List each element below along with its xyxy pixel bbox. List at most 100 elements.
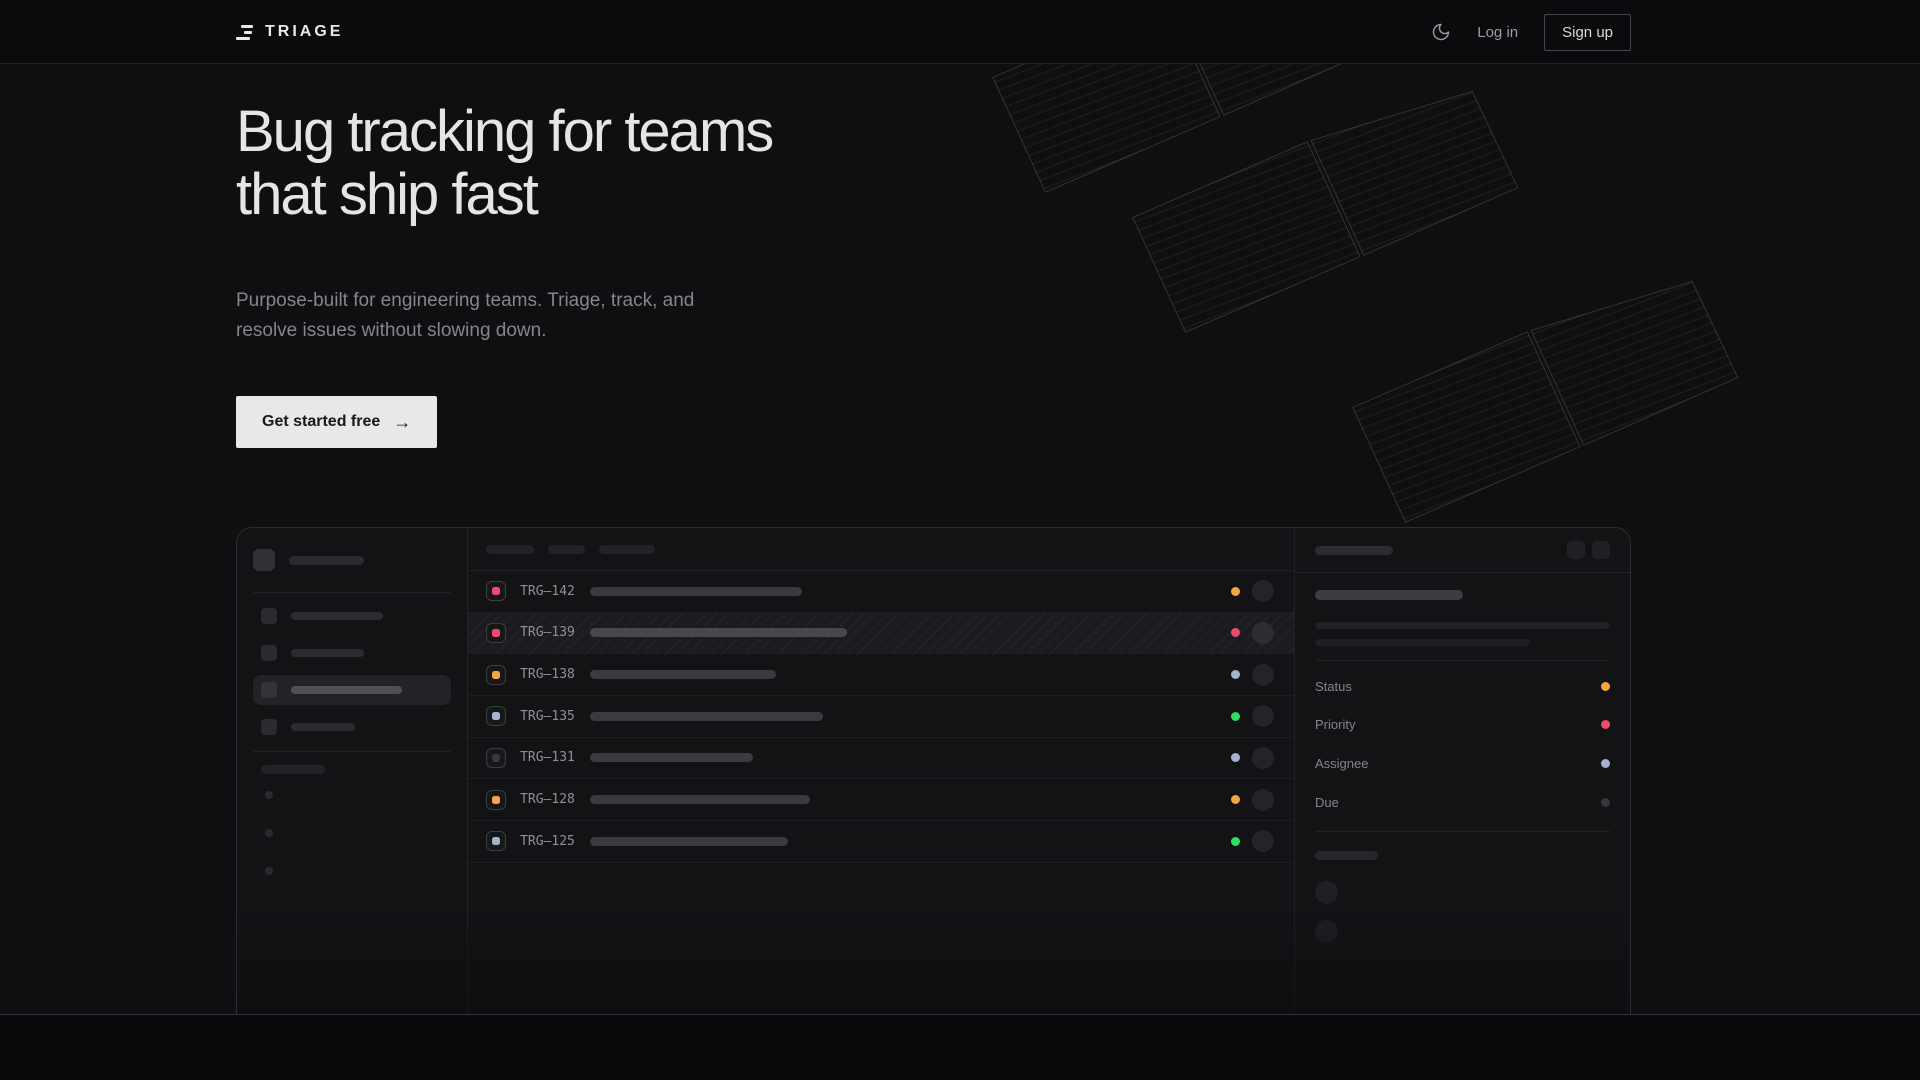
theme-toggle-button[interactable] [1431, 22, 1451, 42]
sidebar-nav-skeleton [253, 601, 452, 742]
sidebar-dot-skeleton [265, 791, 273, 799]
issue-title-skeleton [590, 753, 754, 763]
assignee-avatar-skeleton [1252, 746, 1274, 769]
issue-row: TRG–125 [468, 821, 1294, 863]
page-footer [0, 1014, 1920, 1080]
status-dot [1231, 670, 1240, 680]
triage-logo-icon [236, 24, 253, 40]
sidebar-item-skeleton [253, 712, 451, 742]
get-started-button[interactable]: Get started free → [236, 396, 438, 448]
issue-type-icon [486, 581, 507, 602]
assignee-avatar-skeleton [1252, 663, 1274, 686]
signup-button[interactable]: Sign up [1544, 13, 1631, 51]
sidebar-item-label-skeleton [291, 649, 364, 657]
wireframe-panel-3 [1352, 280, 1739, 523]
hero-heading-line2: that ship fast [236, 162, 539, 227]
sidebar-item-label-skeleton [291, 612, 383, 620]
field-label: Priority [1315, 717, 1356, 733]
nav-actions: Log in Sign up [1431, 0, 1631, 64]
issue-row: TRG–131 [468, 738, 1294, 780]
sidebar-item-skeleton [253, 638, 451, 668]
status-dot [1231, 586, 1240, 596]
detail-field-due: Due [1315, 783, 1610, 822]
wireframe-panel-2 [1132, 90, 1519, 333]
issue-id: TRG–139 [520, 625, 575, 641]
hero-section: Bug tracking for teams that ship fast Pu… [236, 100, 936, 448]
assignee-avatar-skeleton [1252, 705, 1274, 728]
detail-field-status: Status [1315, 667, 1610, 706]
issue-title-skeleton [590, 628, 848, 638]
divider [1295, 572, 1630, 573]
issue-row: TRG–135 [468, 696, 1294, 738]
sidebar-item-icon-skeleton [261, 645, 277, 661]
assignee-avatar-skeleton [1252, 580, 1274, 603]
hero-heading-line1: Bug tracking for teams [236, 99, 774, 164]
sidebar-dot-skeleton [265, 867, 273, 875]
issue-type-icon [486, 789, 507, 810]
detail-field-assignee: Assignee [1315, 744, 1610, 783]
detail-field-priority: Priority [1315, 706, 1610, 745]
issue-type-icon [486, 664, 507, 685]
issue-type-icon [486, 747, 507, 768]
issue-title-skeleton [590, 586, 803, 596]
sidebar-item-icon-skeleton [261, 719, 277, 735]
issue-id: TRG–131 [520, 750, 575, 766]
moon-icon [1433, 23, 1450, 41]
field-value-dot [1601, 758, 1610, 768]
field-label: Assignee [1315, 755, 1369, 771]
field-value-dot [1601, 797, 1610, 807]
issue-title-skeleton [590, 670, 777, 680]
arrow-right-icon: → [393, 411, 412, 432]
issue-title-skeleton [590, 711, 824, 721]
issue-id: TRG–142 [520, 583, 575, 599]
workspace-avatar-skeleton [253, 549, 275, 571]
mockup-sidebar [237, 528, 469, 1046]
detail-avatars [1315, 881, 1610, 944]
issue-title-skeleton [590, 795, 811, 805]
issue-id: TRG–125 [520, 833, 575, 849]
issue-title-skeleton [590, 836, 789, 846]
status-dot [1231, 753, 1240, 763]
activity-avatar-skeleton [1315, 920, 1338, 944]
sidebar-item-label-skeleton [291, 723, 355, 731]
issue-type-icon [486, 622, 507, 643]
field-label: Due [1315, 794, 1339, 810]
activity-avatar-skeleton [1315, 881, 1338, 905]
field-value-dot [1601, 681, 1610, 691]
divider [253, 751, 452, 752]
detail-description-skeleton [1315, 639, 1530, 646]
detail-header [1315, 541, 1610, 559]
issue-row: TRG–138 [468, 654, 1294, 696]
detail-description-skeleton [1315, 622, 1610, 629]
login-link[interactable]: Log in [1477, 23, 1519, 41]
status-dot [1231, 628, 1240, 638]
toolbar-filter-skeleton [599, 544, 656, 554]
status-dot [1231, 836, 1240, 846]
top-nav: TRIAGE Log in Sign up [0, 0, 1920, 64]
hero-heading: Bug tracking for teams that ship fast [236, 100, 936, 226]
field-label: Status [1315, 678, 1352, 694]
divider [253, 592, 452, 593]
cta-label: Get started free [262, 413, 381, 430]
detail-action-skeleton [1592, 541, 1610, 559]
detail-title-skeleton [1315, 590, 1463, 600]
issue-row: TRG–142 [468, 571, 1294, 613]
issue-type-icon [486, 831, 507, 852]
assignee-avatar-skeleton [1252, 830, 1274, 853]
sidebar-item-skeleton [253, 675, 452, 705]
field-value-dot [1601, 720, 1610, 730]
sidebar-footer-dots [253, 791, 451, 875]
detail-header-actions [1567, 541, 1610, 559]
assignee-avatar-skeleton [1252, 788, 1274, 811]
issue-type-icon [486, 706, 507, 727]
brand[interactable]: TRIAGE [236, 0, 343, 64]
toolbar-filter-skeleton [548, 544, 586, 554]
sidebar-section-skeleton [261, 765, 325, 774]
sidebar-item-label-skeleton [291, 686, 402, 694]
sidebar-item-skeleton [253, 601, 451, 631]
